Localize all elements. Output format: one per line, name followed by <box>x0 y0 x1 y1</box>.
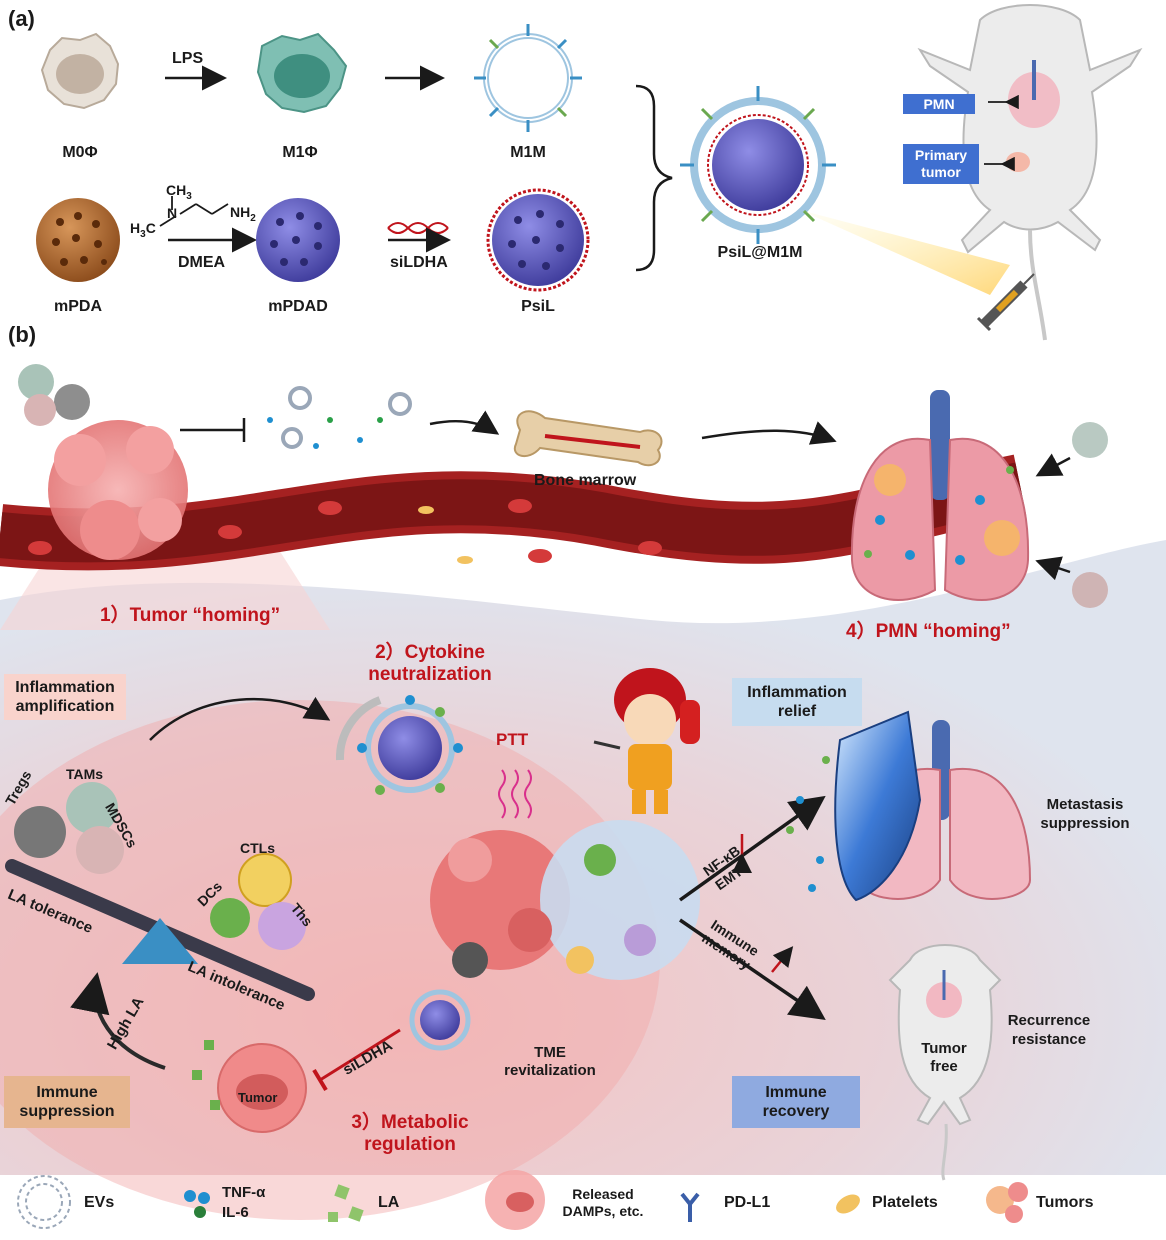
inflammation-amplification-box: Inflammation amplification <box>4 674 126 720</box>
product-label: PsiL@M1M <box>717 244 803 261</box>
psil-particle <box>486 188 590 292</box>
immune-cells-cluster-top <box>18 364 90 426</box>
dmea-label: DMEA <box>178 254 226 271</box>
primary-tumor-box: Primary tumor <box>903 144 979 184</box>
arrow-cell-to-lung-1 <box>1035 453 1071 477</box>
primary-tumor-cluster <box>48 420 188 560</box>
ctls-label: CTLs <box>240 840 275 856</box>
m1m-membrane-vesicle <box>474 24 582 132</box>
metastasis-label: Metastasis suppression <box>1040 796 1130 832</box>
tumor-free-label: Tumor free <box>921 1040 967 1075</box>
mpda-label: mPDA <box>53 298 102 315</box>
seesaw <box>5 859 315 1001</box>
lung-illustration-top <box>850 390 1030 601</box>
m1-label: M1Φ <box>282 144 318 161</box>
legend-evs-label: EVs <box>84 1194 115 1211</box>
mouse-tumor-free <box>888 944 1002 1181</box>
tams-label: TAMs <box>66 766 104 782</box>
tumor-cell-bottom <box>192 1040 307 1133</box>
cytokine-neutralizing-particle <box>335 695 463 795</box>
chem-n: N <box>167 205 178 221</box>
inflammation-relief-box: Inflammation relief <box>732 678 862 726</box>
m1-macrophage-cell <box>256 32 348 114</box>
chem-ch3: CH3 <box>166 182 192 202</box>
center-tumor-mass <box>430 820 700 980</box>
sirna-helix-icon <box>387 222 449 234</box>
metastasis-arrow <box>678 795 826 902</box>
legend-il6-icon <box>194 1206 206 1218</box>
arrow-to-lung <box>701 421 837 445</box>
panel-b-label: (b) <box>8 322 37 347</box>
lps-label: LPS <box>172 50 204 67</box>
effector-immune-cells <box>210 853 306 950</box>
step3-label: 3）Metabolic regulation <box>351 1112 469 1155</box>
amplification-arrow <box>149 696 331 741</box>
legend-damps-label: Released DAMPs, etc. <box>562 1186 644 1219</box>
legend-il6-label: IL-6 <box>222 1204 249 1221</box>
high-la-arrow <box>70 972 166 1070</box>
legend-la-label: LA <box>378 1194 400 1211</box>
step2-label: 2）Cytokine neutralization <box>368 642 492 685</box>
legend-platelets-icon <box>836 1194 860 1214</box>
sildha-inhibition-line <box>319 1028 401 1082</box>
legend-tnf-label: TNF-α <box>222 1184 266 1201</box>
injection-beam <box>800 210 1010 295</box>
dmea-chemical-structure <box>159 196 229 227</box>
psil-at-m1m-particle <box>680 86 836 244</box>
tumor-label: Tumor <box>238 1090 278 1105</box>
legend-pdl1-icon <box>680 1192 700 1222</box>
tme-label: TME revitalization <box>504 1044 596 1079</box>
legend-pdl1-label: PD-L1 <box>724 1194 771 1211</box>
m1m-label: M1M <box>510 144 546 161</box>
legend-evs-icon <box>17 1175 71 1229</box>
immune-suppression-box: Immune suppression <box>4 1076 130 1128</box>
m0-label: M0Φ <box>62 144 98 161</box>
chem-nh2: NH2 <box>230 204 256 224</box>
panel-a-diagram <box>36 4 1143 341</box>
recurrence-arrow <box>679 918 826 1020</box>
step4-label: 4）PMN “homing” <box>846 621 1011 642</box>
immunosuppressive-cells <box>14 782 124 874</box>
firefighter-illustration <box>593 668 700 814</box>
sildha-particle-bottom <box>409 989 471 1051</box>
lung-shield-illustration <box>786 710 1032 902</box>
legend-tnf-icon <box>184 1190 196 1202</box>
released-evs-and-cytokines <box>267 386 412 449</box>
bone-marrow-label: Bone marrow <box>534 472 637 489</box>
m0-macrophage-cell <box>40 32 120 110</box>
mpda-particle <box>36 198 120 282</box>
recurrence-label: Recurrence resistance <box>1007 1012 1091 1048</box>
immune-cell-right-2 <box>1072 572 1108 608</box>
immune-recovery-box: Immune recovery <box>732 1076 860 1128</box>
psil-label: PsiL <box>521 298 555 315</box>
legend-tumors-icon <box>986 1182 1028 1223</box>
panel-a-label: (a) <box>8 6 35 31</box>
sildha-label-a: siLDHA <box>390 254 448 271</box>
mpdad-particle <box>256 198 340 282</box>
chem-h3c: H3C <box>130 220 156 240</box>
legend-la-icon <box>334 1184 350 1200</box>
syringe-icon <box>976 273 1035 332</box>
step1-label: 1）Tumor “homing” <box>100 605 281 626</box>
legend-damps-icon <box>485 1170 545 1230</box>
combine-brace <box>635 84 673 272</box>
bone-marrow-illustration <box>513 410 663 467</box>
mpdad-label: mPDAD <box>268 298 328 315</box>
arrow-to-bone-marrow <box>429 410 500 435</box>
legend-platelets-label: Platelets <box>872 1194 938 1211</box>
mouse-illustration <box>917 4 1143 341</box>
ptt-heat-waves <box>498 769 532 819</box>
ptt-label: PTT <box>496 730 529 749</box>
arrow-cell-to-lung-2 <box>1035 556 1071 581</box>
legend-icons <box>17 1170 1028 1230</box>
immune-cell-right-1 <box>1072 422 1108 458</box>
sildha-inhibition-bar <box>312 1068 328 1092</box>
legend-tumors-label: Tumors <box>1036 1194 1094 1211</box>
increase-arrow <box>771 946 794 973</box>
pmn-box: PMN <box>903 94 975 114</box>
